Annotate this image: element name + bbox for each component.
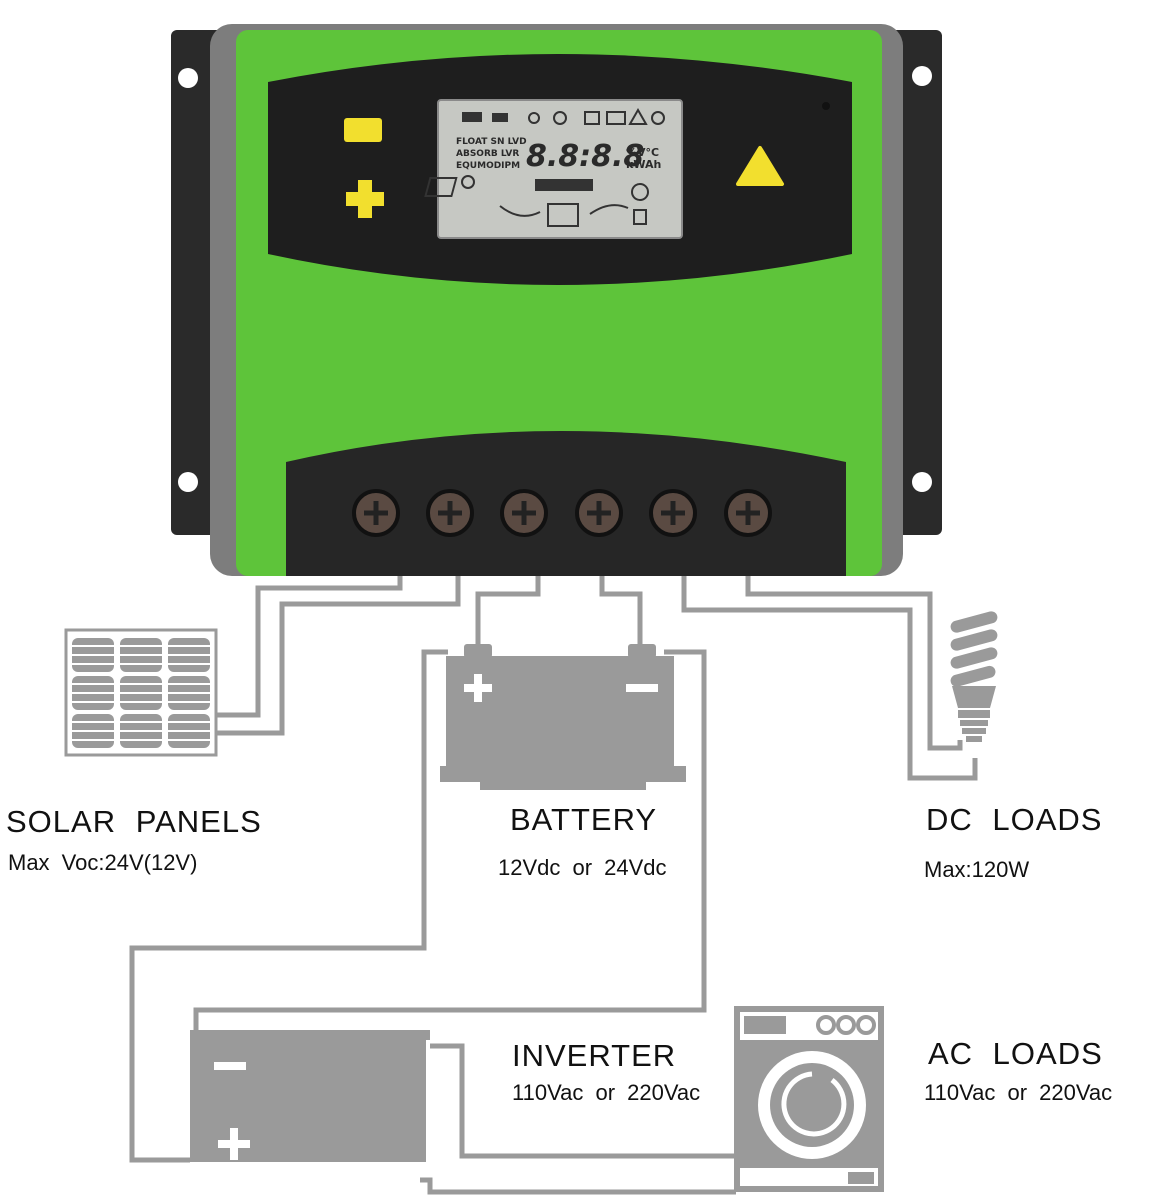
lcd-battery-face-icon xyxy=(547,203,579,227)
battery-minus-icon xyxy=(626,684,658,692)
lcd-screen xyxy=(437,99,683,239)
wire-solar-negative xyxy=(214,568,461,736)
lcd-icons xyxy=(462,107,665,125)
lcd-flow-arrow-icon xyxy=(589,204,629,215)
solar-panels-spec: Max Voc:24V(12V) xyxy=(8,850,198,875)
wires xyxy=(129,568,978,1195)
wire-battery-negative xyxy=(599,568,643,652)
wire-inverter-to-ac-1 xyxy=(430,1043,736,1159)
lcd-solar-icon xyxy=(462,112,482,122)
inverter-title: INVERTER xyxy=(512,1038,677,1073)
terminal-screw-icon xyxy=(352,489,400,537)
lcd-settings-icon xyxy=(651,111,665,125)
lcd-panel-icon xyxy=(424,177,458,197)
battery-title: BATTERY xyxy=(510,802,658,837)
lcd-level-bar xyxy=(535,179,593,191)
battery-icon xyxy=(440,644,686,790)
lcd-timer-icon xyxy=(553,111,567,125)
plus-button[interactable] xyxy=(346,180,384,218)
wire-battery-positive xyxy=(475,568,541,652)
ac-loads-spec: 110Vac or 220Vac xyxy=(924,1080,1113,1105)
mounting-hole-icon xyxy=(912,66,932,86)
lcd-status-line-2: ABSORB LVR xyxy=(456,149,519,159)
lcd-alarm-icon xyxy=(633,209,647,225)
lcd-units-line-2: kWAh xyxy=(626,158,661,171)
lcd-units-line-1: %V°C xyxy=(626,146,659,159)
up-arrow-button[interactable] xyxy=(736,146,784,186)
terminal-block xyxy=(286,431,846,576)
lcd-flow-arrow-icon xyxy=(499,205,541,217)
wire-battery-to-inverter-pos xyxy=(129,649,448,1163)
washing-machine-icon xyxy=(734,1006,884,1192)
lcd-bulb-icon xyxy=(528,112,540,124)
terminal-screw-icon xyxy=(500,489,548,537)
lcd-clock-icon xyxy=(584,111,600,125)
terminal-screw-icon xyxy=(426,489,474,537)
mounting-hole-icon xyxy=(178,472,198,492)
lcd-gear-box-icon xyxy=(606,111,626,125)
inverter-minus-icon xyxy=(214,1062,246,1070)
indicator-led-icon xyxy=(822,102,830,110)
terminal-screw-icon xyxy=(575,489,623,537)
dc-loads-spec: Max:120W xyxy=(924,857,1030,882)
lcd-warning-icon xyxy=(628,107,648,125)
wire-load-positive xyxy=(681,568,978,781)
mounting-hole-icon xyxy=(178,68,198,88)
terminal-screws xyxy=(352,489,772,537)
ac-loads-title: AC LOADS xyxy=(928,1036,1103,1071)
solar-panels-title: SOLAR PANELS xyxy=(6,804,262,839)
lcd-status-line-3: EQUMODIPM xyxy=(456,161,520,171)
lcd-battery-icon xyxy=(492,113,508,122)
wire-inverter-to-ac-2 xyxy=(420,1177,736,1195)
inverter-spec: 110Vac or 220Vac xyxy=(512,1080,701,1105)
lcd-graphics xyxy=(424,175,649,227)
wire-load-negative xyxy=(745,568,963,751)
lcd-status-line-1: FLOAT SN LVD xyxy=(456,137,527,147)
cfl-bulb-icon xyxy=(950,611,998,742)
wire-battery-to-inverter-neg xyxy=(193,649,707,1040)
lcd-digits: 8.8:8.8 xyxy=(526,139,644,174)
wire-solar-positive xyxy=(214,568,403,718)
battery-spec: 12Vdc or 24Vdc xyxy=(498,855,667,880)
inverter-icon xyxy=(190,1030,430,1162)
lcd-lightbulb-icon xyxy=(631,183,649,201)
dc-loads-title: DC LOADS xyxy=(926,802,1103,837)
charge-controller: FLOAT SN LVD ABSORB LVR EQUMODIPM 8.8:8.… xyxy=(171,24,942,576)
menu-button[interactable] xyxy=(344,118,382,142)
solar-panel-icon xyxy=(64,628,218,757)
mounting-hole-icon xyxy=(912,472,932,492)
terminal-screw-icon xyxy=(649,489,697,537)
terminal-screw-icon xyxy=(724,489,772,537)
lcd-sun-icon xyxy=(461,175,475,189)
